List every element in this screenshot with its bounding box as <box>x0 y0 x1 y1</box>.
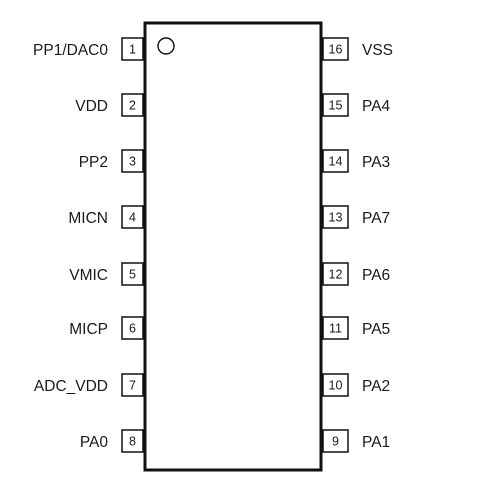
pin-number: 14 <box>329 155 343 169</box>
pin-box <box>322 316 349 340</box>
pin-label: PA7 <box>362 210 390 227</box>
pin-label: PP1/DAC0 <box>33 42 108 59</box>
right-pin-10: 10 PA2 <box>322 373 390 397</box>
right-pin-13: 13 PA7 <box>322 205 390 229</box>
left-pin-7: 7 ADC_VDD <box>34 373 144 397</box>
pin-box <box>121 149 144 173</box>
pin-number: 16 <box>329 43 343 57</box>
pin-box <box>121 316 144 340</box>
pin-box <box>322 93 349 117</box>
pin-label: PA1 <box>362 434 390 451</box>
pin-number: 2 <box>129 99 136 113</box>
pin-label: PA3 <box>362 154 390 171</box>
pin-label: ADC_VDD <box>34 378 108 395</box>
left-pin-3: 3 PP2 <box>79 149 144 173</box>
pin-box <box>322 429 349 453</box>
right-pin-11: 11 PA5 <box>322 316 390 340</box>
pin1-indicator <box>157 37 175 55</box>
chip-body <box>143 21 323 472</box>
pin-label: PA0 <box>80 434 109 451</box>
left-pin-6: 6 MICP <box>69 316 144 340</box>
right-pin-9: 9 PA1 <box>322 429 390 453</box>
pin-box <box>322 37 349 61</box>
pin-label: PA5 <box>362 321 390 338</box>
pin-number: 7 <box>129 379 136 393</box>
left-pin-1: 1 PP1/DAC0 <box>33 37 144 61</box>
right-pin-15: 15 PA4 <box>322 93 391 117</box>
pin-label: PP2 <box>79 154 108 171</box>
pin-label: PA4 <box>362 98 391 115</box>
pin-box <box>121 262 144 286</box>
pin-box <box>121 205 144 229</box>
pin-number: 8 <box>129 435 136 449</box>
pin-label: PA2 <box>362 378 390 395</box>
pin-number: 3 <box>129 155 136 169</box>
pin-box <box>322 205 349 229</box>
pin-label: PA6 <box>362 267 390 284</box>
pin-number: 10 <box>329 379 343 393</box>
pin-label: VDD <box>75 98 108 115</box>
pin-label: VMIC <box>69 267 108 284</box>
left-pin-4: 4 MICN <box>68 205 144 229</box>
pin-label: VSS <box>362 42 393 59</box>
pin-box <box>121 37 144 61</box>
pin-number: 9 <box>332 435 339 449</box>
pin-number: 11 <box>329 322 342 336</box>
pin-box <box>322 149 349 173</box>
pin-number: 13 <box>329 211 343 225</box>
left-pin-2: 2 VDD <box>75 93 144 117</box>
pin-number: 6 <box>129 322 136 336</box>
right-pin-14: 14 PA3 <box>322 149 390 173</box>
pin-number: 4 <box>129 211 136 225</box>
pin-box <box>322 262 349 286</box>
left-pin-8: 8 PA0 <box>80 429 144 453</box>
right-pin-12: 12 PA6 <box>322 262 390 286</box>
pin-number: 5 <box>129 268 136 282</box>
pin-number: 1 <box>129 43 136 57</box>
left-pin-5: 5 VMIC <box>69 262 144 286</box>
pin-number: 12 <box>329 268 343 282</box>
pin-box <box>121 93 144 117</box>
pin-box <box>322 373 349 397</box>
pin-label: MICP <box>69 321 108 338</box>
pin-label: MICN <box>68 210 108 227</box>
pin-box <box>121 373 144 397</box>
right-pin-16: 16 VSS <box>322 37 393 61</box>
pin-number: 15 <box>329 99 343 113</box>
pin-box <box>121 429 144 453</box>
